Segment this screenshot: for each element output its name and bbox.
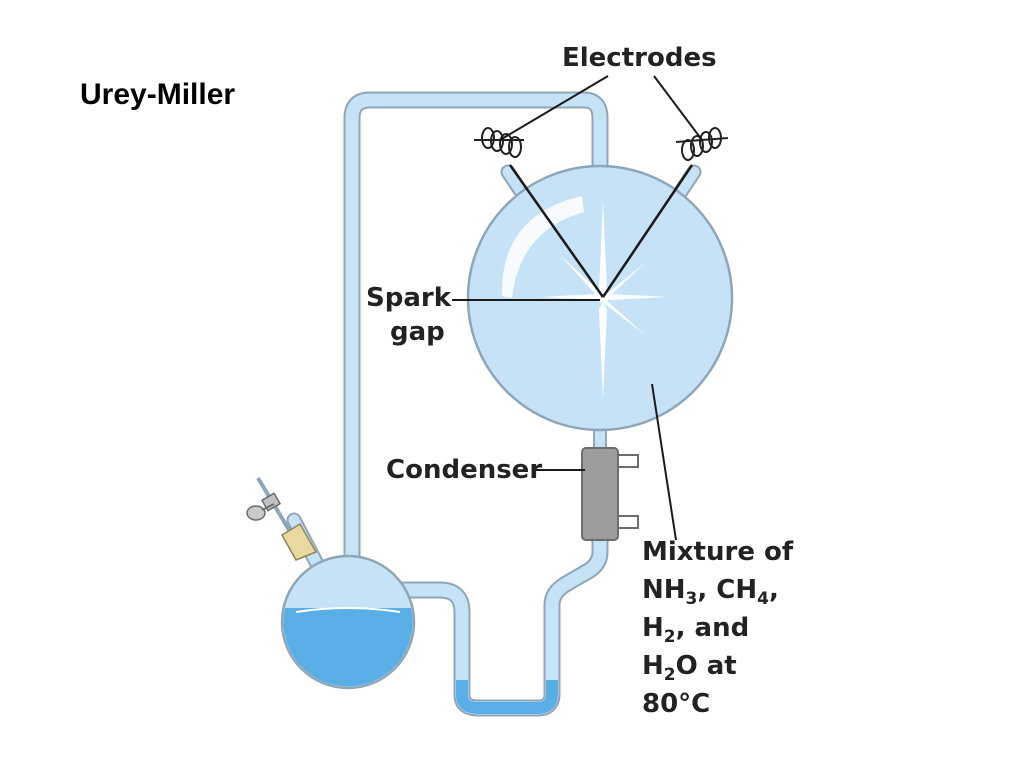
electrodes-label: Electrodes — [562, 43, 717, 73]
u-tube-water — [456, 680, 558, 714]
electrode-wires — [508, 164, 694, 298]
flask-water — [283, 608, 413, 687]
coil-right-icon — [675, 127, 729, 161]
water-flask — [280, 512, 416, 690]
mixture-label: Mixture of NH3, CH4, H2, and H2O at 80°C — [642, 537, 794, 719]
condenser-label: Condenser — [386, 455, 542, 485]
slide-title: Urey-Miller — [80, 78, 236, 111]
mixture-line5: 80°C — [642, 689, 710, 719]
mixture-line3: H2, and — [642, 613, 749, 647]
spark-label-line2: gap — [390, 317, 445, 347]
leader-lines — [452, 75, 703, 541]
spark-burst — [540, 200, 668, 400]
mixture-line2: NH3, CH4, — [642, 575, 779, 609]
mixture-line4: H2O at — [642, 651, 737, 685]
stopcock-valve — [246, 476, 318, 561]
mixture-line1: Mixture of — [642, 537, 794, 567]
glass-highlight — [501, 196, 584, 298]
glass-tube — [343, 91, 609, 717]
coil-left-icon — [474, 127, 524, 158]
condenser — [581, 447, 639, 541]
spark-label-line1: Spark — [366, 283, 452, 313]
